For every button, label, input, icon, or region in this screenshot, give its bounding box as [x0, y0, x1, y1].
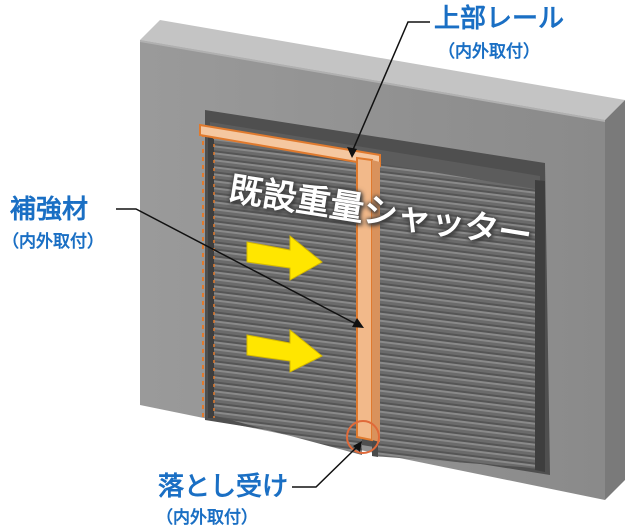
- top-rail-sublabel: （内外取付）: [438, 42, 540, 62]
- reinforcement-bar: [356, 156, 380, 442]
- reinforcement-label: 補強材: [10, 195, 89, 225]
- shutter-left-panel: [212, 135, 362, 455]
- drop-receiver-label: 落とし受け: [158, 472, 289, 502]
- reinforcement-sublabel: （内外取付）: [2, 232, 104, 252]
- drop-receiver-sublabel: （内外取付）: [156, 508, 258, 528]
- arrow-right-icon: [246, 234, 323, 281]
- leader-top-rail: [347, 21, 430, 158]
- left-guide-rail: [208, 128, 214, 418]
- arrow-right-icon: [246, 328, 323, 373]
- leader-drop-receiver: [292, 441, 362, 488]
- top-rail-label: 上部レール: [434, 4, 565, 34]
- right-guide-rail: [535, 180, 545, 472]
- side-reinforcement-outline: [202, 133, 215, 418]
- leader-reinforcement: [116, 208, 364, 328]
- drop-receiver-marker: [346, 420, 380, 454]
